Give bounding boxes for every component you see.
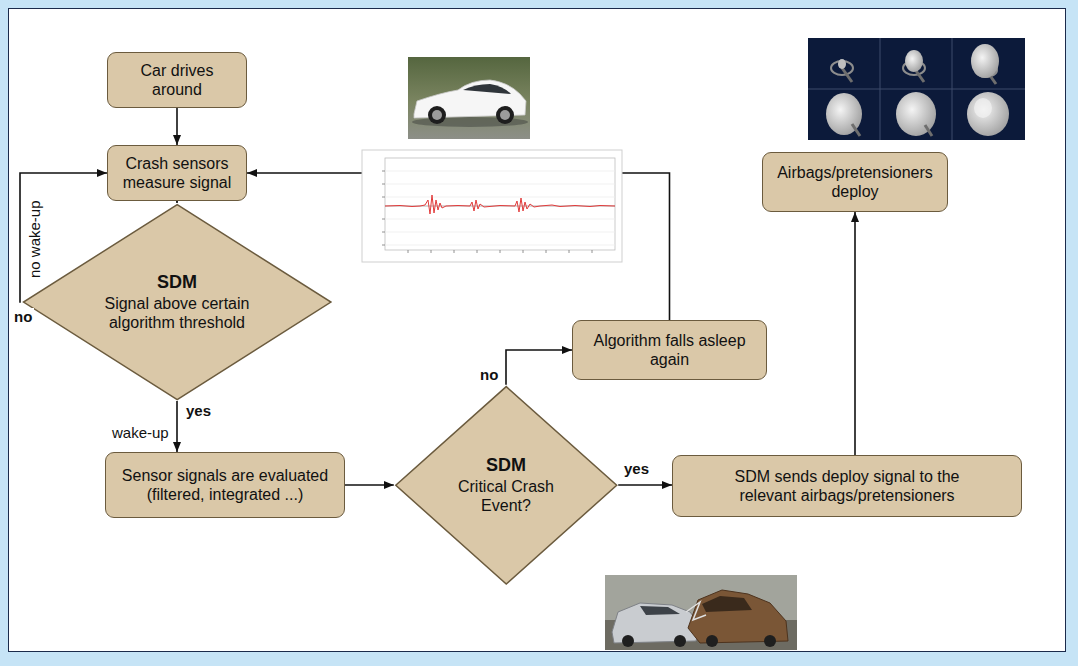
connector-arrow — [176, 401, 178, 452]
airbag-sequence-part — [808, 38, 1025, 140]
airbag-sequence — [808, 38, 1025, 140]
process-box: Sensor signals are evaluated (filtered, … — [105, 452, 345, 518]
process-box: Crash sensors measure signal — [107, 145, 247, 201]
edge-label: yes — [622, 460, 651, 478]
signal-chart-part — [362, 150, 622, 262]
car-photo-part — [496, 106, 514, 124]
airbag-sequence-part-part — [838, 59, 846, 69]
airbag-sequence-part — [826, 93, 862, 136]
crash-photo-part — [674, 635, 686, 647]
airbag-sequence-part-part — [974, 98, 992, 118]
signal-chart — [362, 150, 622, 262]
crash-photo — [605, 575, 797, 650]
airbag-sequence-part — [967, 92, 1009, 136]
node-text: SDM sends deploy signal to the relevant … — [713, 467, 981, 505]
connector-arrow — [176, 201, 178, 203]
airbag-sequence-part-part — [914, 68, 924, 82]
diamond-text: SDMCritical Crash Event? — [450, 455, 562, 515]
crash-photo-part — [764, 635, 776, 647]
airbag-sequence-part-part — [925, 125, 932, 136]
branch-label: no — [12, 308, 34, 326]
decision-heading: SDM — [97, 272, 257, 294]
node-text: Car drives around — [116, 61, 238, 99]
signal-chart-part — [385, 158, 615, 250]
connector-arrow — [506, 350, 572, 385]
car-photo-part — [428, 106, 446, 124]
crash-photo-part — [605, 620, 797, 650]
crash-photo-part — [605, 575, 797, 650]
node-text: Crash sensors measure signal — [116, 154, 238, 192]
connector-arrow — [345, 484, 394, 486]
signal-chart-part — [385, 206, 615, 207]
node-text: Critical Crash Event? — [450, 477, 562, 515]
edge-label: wake-up — [110, 424, 171, 442]
car-photo-part — [432, 110, 442, 120]
airbag-sequence-part-part — [842, 68, 852, 82]
airbag-sequence-part — [831, 59, 853, 82]
airbag-sequence-part — [903, 50, 925, 82]
diamond-shape — [23, 204, 330, 399]
process-box: Airbags/pretensioners deploy — [762, 152, 948, 212]
branch-label: yes — [184, 402, 213, 420]
diamond-shape — [396, 386, 617, 583]
signal-chart-part — [385, 171, 615, 245]
node-text: Airbags/pretensioners deploy — [769, 163, 941, 201]
crash-photo-part — [612, 603, 700, 643]
process-box: SDM sends deploy signal to the relevant … — [672, 455, 1022, 517]
car-photo-part — [412, 117, 528, 127]
airbag-sequence-part-part — [852, 124, 860, 136]
airbag-sequence-part-part — [967, 92, 1009, 136]
airbag-sequence-part — [971, 44, 999, 84]
car-photo-part — [500, 110, 510, 120]
decision-diamond: SDMCritical Crash Event? — [394, 385, 618, 586]
node-text: Algorithm falls asleep again — [583, 331, 756, 369]
airbag-sequence-part-part — [971, 44, 999, 78]
car-photo-part — [463, 84, 511, 94]
airbag-sequence-part-part — [896, 92, 936, 136]
process-box: Car drives around — [107, 52, 247, 108]
crash-photo-part — [686, 602, 706, 620]
crash-photo-part — [688, 590, 788, 643]
crash-photo-part — [706, 635, 718, 647]
node-text: Signal above certain algorithm threshold — [97, 294, 257, 332]
airbag-sequence-part-part — [826, 93, 862, 135]
edge-label: no wake-up — [26, 198, 44, 280]
connector-arrow — [618, 484, 672, 486]
airbag-sequence-part — [808, 38, 1025, 140]
airbag-sequence-part-part — [975, 63, 997, 77]
signal-chart-part — [382, 171, 592, 253]
crash-photo-part — [702, 596, 752, 612]
crash-photo-part — [622, 635, 634, 647]
car-photo-part — [414, 80, 526, 118]
decision-diamond: SDMSignal above certain algorithm thresh… — [21, 203, 333, 401]
car-photo-part — [408, 57, 530, 139]
decision-heading: SDM — [450, 455, 562, 477]
crash-photo-part — [640, 606, 680, 615]
connector-arrow — [854, 212, 856, 455]
car-photo — [408, 57, 530, 139]
edge-label: no — [478, 366, 500, 384]
node-text: Sensor signals are evaluated (filtered, … — [116, 466, 334, 504]
process-box: Algorithm falls asleep again — [572, 320, 767, 380]
airbag-sequence-part-part — [986, 70, 996, 84]
diamond-text: SDMSignal above certain algorithm thresh… — [97, 272, 257, 332]
connector-arrow — [176, 108, 178, 145]
airbag-sequence-part-part — [831, 61, 853, 75]
signal-chart-part — [385, 195, 615, 214]
airbag-sequence-part-part — [903, 61, 925, 75]
airbag-sequence-part-part — [905, 50, 923, 72]
airbag-sequence-part — [896, 92, 936, 136]
